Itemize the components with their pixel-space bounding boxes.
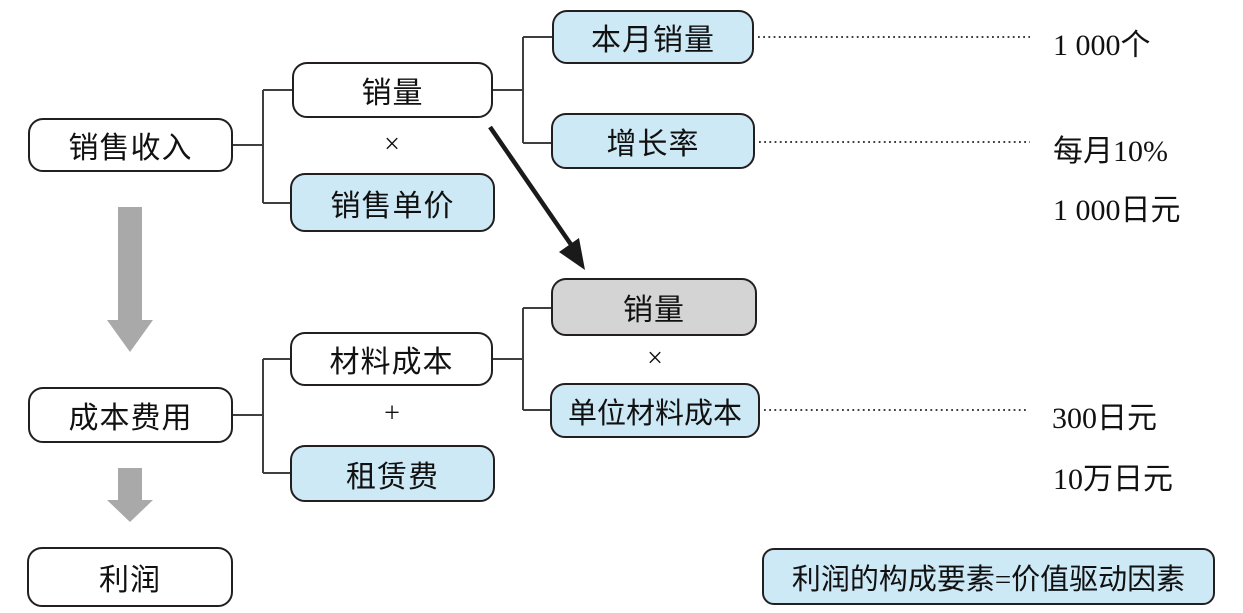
multiply-operator-top: × <box>384 129 400 160</box>
bracket-sales-revenue <box>233 89 292 204</box>
footer-note: 利润的构成要素=价值驱动因素 <box>762 548 1215 605</box>
node-material-cost: 材料成本 <box>290 332 493 386</box>
value-unit-material-cost: 300日元 <box>1052 402 1157 435</box>
bracket-material-cost <box>493 307 551 411</box>
node-volume: 销量 <box>292 62 493 118</box>
value-growth-rate: 每月10% <box>1053 135 1168 168</box>
value-monthly-volume: 1 000个 <box>1053 29 1151 62</box>
bracket-volume <box>493 36 552 144</box>
bracket-cost-expense <box>233 358 290 474</box>
node-volume-copy: 销量 <box>551 278 757 336</box>
node-profit: 利润 <box>27 547 233 607</box>
down-arrow-icon-2 <box>107 468 153 522</box>
node-rent: 租赁费 <box>290 445 495 502</box>
node-cost-expense: 成本费用 <box>28 387 233 443</box>
value-unit-price: 1 000日元 <box>1053 194 1181 227</box>
node-sales-revenue: 销售收入 <box>28 118 233 172</box>
node-monthly-volume: 本月销量 <box>552 10 754 64</box>
plus-operator: + <box>384 398 400 429</box>
multiply-operator-bottom: × <box>647 343 663 374</box>
down-arrow-icon-1 <box>107 207 153 352</box>
node-unit-material-cost: 单位材料成本 <box>550 383 760 438</box>
value-rent: 10万日元 <box>1053 463 1173 496</box>
node-growth-rate: 增长率 <box>551 113 755 169</box>
node-unit-price: 销售单价 <box>290 173 495 232</box>
diagonal-arrow-head-icon <box>559 238 585 270</box>
diagonal-arrow-shaft <box>488 125 574 248</box>
